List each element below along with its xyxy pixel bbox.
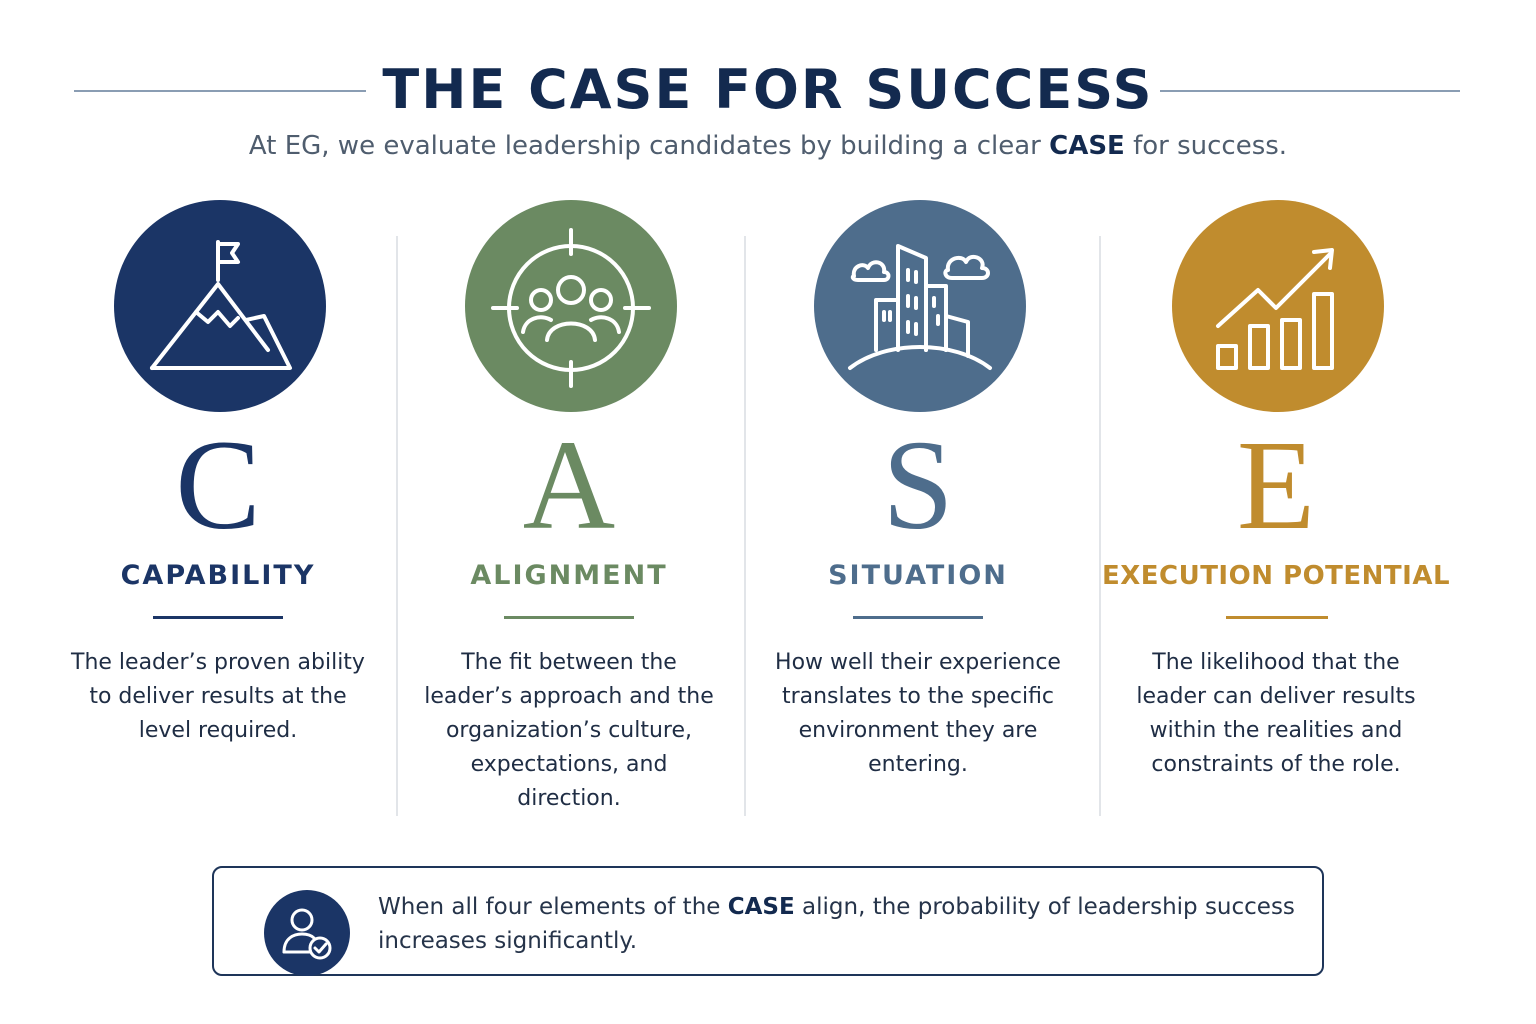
page-subtitle: At EG, we evaluate leadership candidates…: [0, 126, 1536, 166]
pillar-underline: [153, 616, 283, 619]
pillar-name: SITUATION: [828, 560, 1008, 591]
subtitle-text: At EG, we evaluate leadership candidates…: [248, 131, 1050, 161]
pillar-description: The fit between the leader’s approach an…: [424, 650, 714, 811]
pillar-letter: C: [175, 414, 261, 556]
pillar-description: The likelihood that the leader can deliv…: [1136, 650, 1416, 777]
summary-text-end: align, the probability of leadership suc…: [378, 894, 1295, 954]
title-rule-left: [74, 90, 366, 92]
header: THE CASE FOR SUCCESS: [0, 52, 1536, 132]
pillar-situation: S SITUATION How well their experience tr…: [738, 200, 1098, 840]
column-divider: [396, 236, 398, 816]
pillar-letter: E: [1236, 414, 1316, 556]
pillar-name: CAPABILITY: [120, 560, 316, 591]
summary-emphasis: CASE: [727, 894, 795, 920]
pillar-underline: [504, 616, 634, 619]
user-check-icon: [264, 890, 350, 976]
pillar-name: EXECUTION POTENTIAL: [1101, 561, 1451, 591]
pillar-description: The leader’s proven ability to deliver r…: [71, 650, 365, 743]
city-skyline-icon: [814, 200, 1026, 412]
page-title: THE CASE FOR SUCCESS: [382, 58, 1154, 121]
title-rule-right: [1160, 90, 1460, 92]
subtitle-emphasis: CASE: [1049, 131, 1125, 161]
pillar-underline: [853, 616, 983, 619]
pillar-name: ALIGNMENT: [470, 560, 668, 591]
pillar-execution-potential: E EXECUTION POTENTIAL The likelihood tha…: [1096, 200, 1456, 840]
pillar-description: How well their experience translates to …: [775, 650, 1061, 777]
pillar-underline: [1226, 616, 1328, 619]
column-divider: [1099, 236, 1101, 816]
column-divider: [744, 236, 746, 816]
summary-text: When all four elements of the CASE align…: [378, 890, 1298, 958]
summary-text-start: When all four elements of the: [378, 894, 728, 920]
subtitle-text-end: for success.: [1124, 131, 1288, 161]
pillar-capability: C CAPABILITY The leader’s proven ability…: [38, 200, 398, 840]
summary-callout: When all four elements of the CASE align…: [212, 866, 1324, 976]
target-people-icon: [465, 200, 677, 412]
mountain-flag-icon: [114, 200, 326, 412]
pillar-alignment: A ALIGNMENT The fit between the leader’s…: [389, 200, 749, 840]
pillar-letter: A: [522, 414, 616, 556]
growth-chart-icon: [1172, 200, 1384, 412]
pillar-letter: S: [882, 414, 954, 556]
